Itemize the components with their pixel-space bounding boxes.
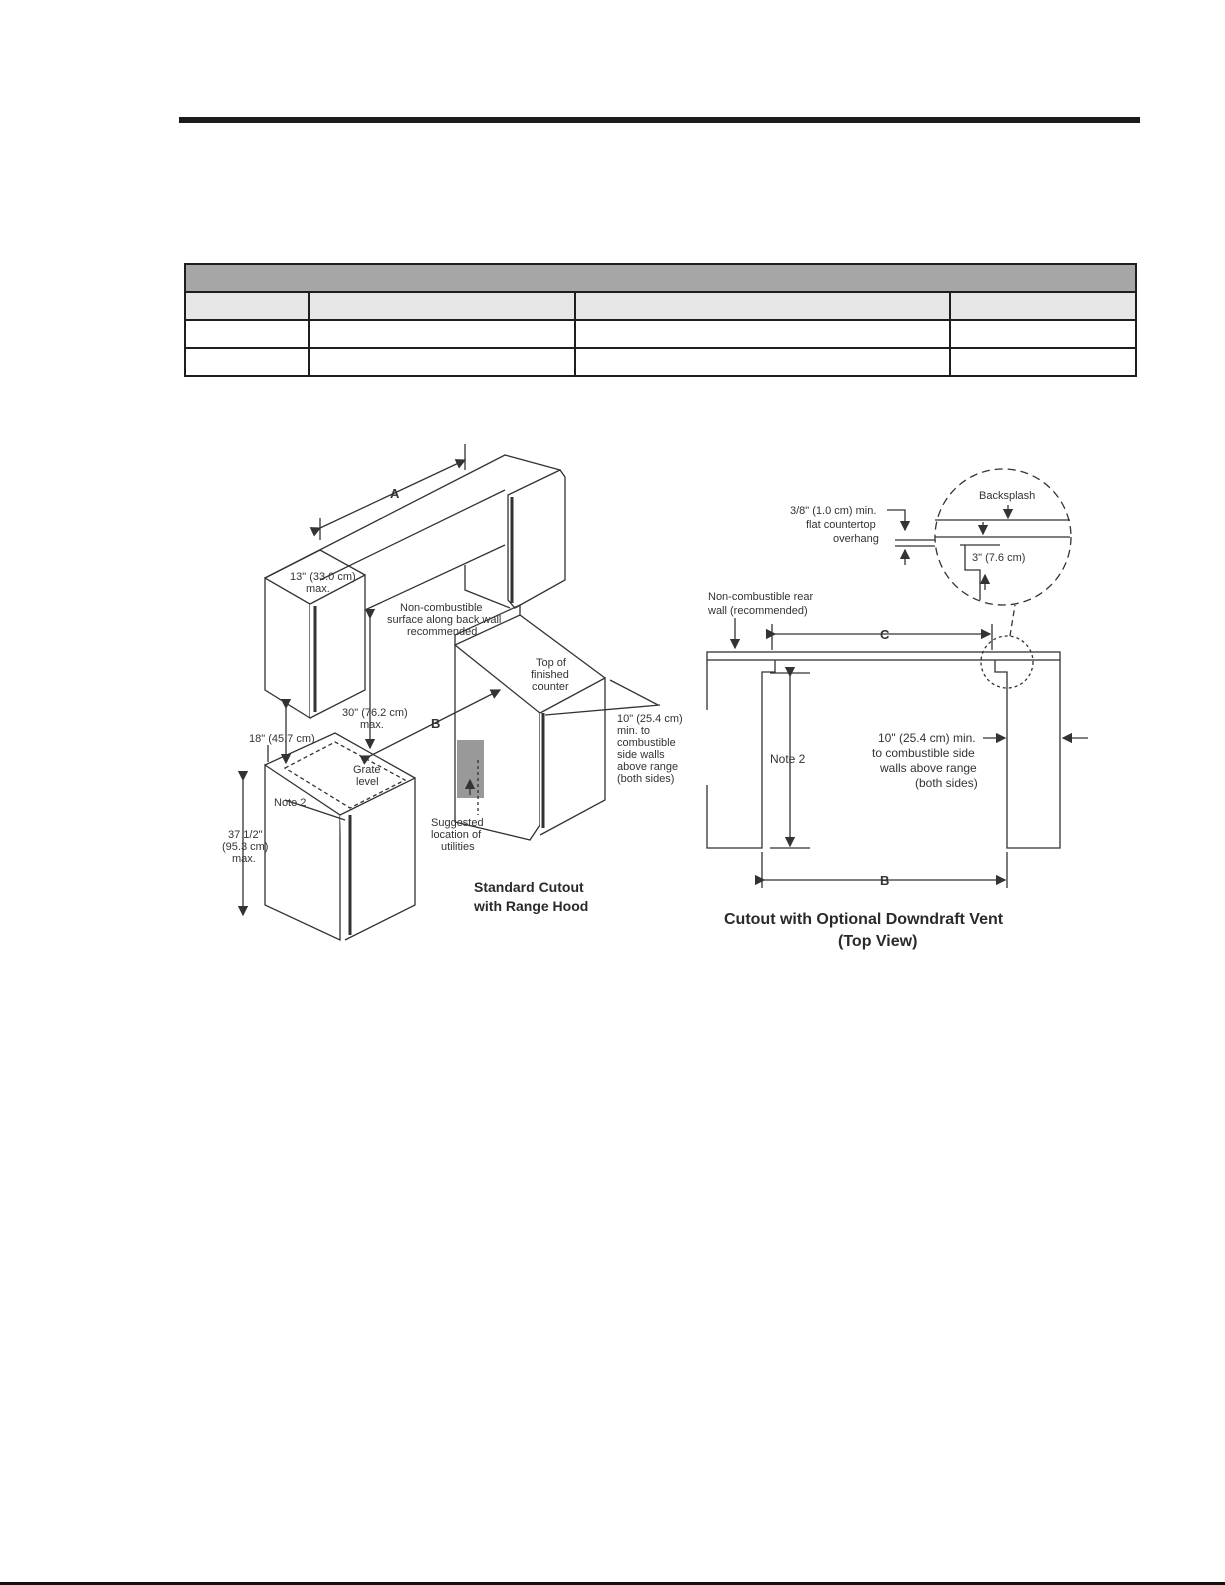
table-title-cell [184, 263, 1137, 293]
table-header-cell [949, 291, 1137, 321]
caption-downdraft: Cutout with Optional Downdraft Vent [724, 911, 1004, 928]
right-side-walls-label: to combustible side [872, 746, 975, 760]
dim-c-label: C [880, 627, 890, 642]
hood-clearance-label: max. [360, 719, 384, 731]
standard-cutout-labels: A 13" (33.0 cm) max. Non-combustible sur… [222, 486, 683, 914]
dim-b-label: B [880, 873, 889, 888]
downdraft-topview-diagram [706, 468, 1088, 888]
utilities-label: utilities [441, 841, 475, 853]
table-row [184, 347, 1137, 377]
grate-level-label: level [356, 776, 379, 788]
upper-depth-label: 13" (33.0 cm) [290, 571, 356, 583]
table-header-cell [308, 291, 576, 321]
height-label: 37 1/2" [228, 829, 263, 841]
installation-diagrams: A 13" (33.0 cm) max. Non-combustible sur… [222, 444, 1088, 950]
backsplash-label: Backsplash [979, 490, 1035, 502]
rear-wall-label: wall (recommended) [707, 605, 808, 617]
noncombustible-back-label: Non-combustible [400, 602, 483, 614]
dim-b-label: B [431, 716, 440, 731]
side-walls-label: min. to [617, 725, 650, 737]
caption-standard-cutout: Standard Cutout [474, 879, 584, 895]
overhang-label: 3/8" (1.0 cm) min. [790, 505, 876, 517]
top-counter-label: finished [531, 669, 569, 681]
note-2-label: Note 2 [770, 752, 806, 766]
three-inch-label: 3" (7.6 cm) [972, 552, 1025, 564]
height-label: (95.3 cm) [222, 841, 268, 853]
table-header-cell [574, 291, 951, 321]
standard-cutout-diagram [237, 444, 661, 942]
overhang-label: overhang [833, 533, 879, 545]
table-cell [308, 319, 576, 349]
downdraft-topview-labels: 3/8" (1.0 cm) min. flat countertop overh… [707, 490, 1035, 950]
right-side-walls-label: (both sides) [915, 776, 978, 790]
table-cell [184, 347, 310, 377]
height-label: max. [232, 853, 256, 865]
table-cell [949, 347, 1137, 377]
right-side-walls-label: 10" (25.4 cm) min. [878, 731, 976, 745]
utilities-label: Suggested [431, 817, 484, 829]
table-cell [574, 347, 951, 377]
right-side-walls-label: walls above range [879, 761, 977, 775]
table-header-row [184, 291, 1137, 321]
upper-clearance-label: 18" (45.7 cm) [249, 733, 315, 745]
hood-clearance-label: 30" (76.2 cm) [342, 707, 408, 719]
side-walls-label: side walls [617, 749, 665, 761]
upper-depth-label: max. [306, 583, 330, 595]
table-cell [308, 347, 576, 377]
caption-standard-cutout: with Range Hood [473, 898, 588, 914]
utilities-label: location of [431, 829, 482, 841]
noncombustible-back-label: surface along back wall [387, 614, 501, 626]
table-header-cell [184, 291, 310, 321]
table-cell [574, 319, 951, 349]
dimension-table [184, 263, 1137, 377]
rear-wall-label: Non-combustible rear [708, 591, 813, 603]
top-counter-label: counter [532, 681, 569, 693]
footer-rule [0, 1582, 1225, 1585]
caption-downdraft: (Top View) [838, 933, 917, 950]
grate-level-label: Grate [353, 764, 381, 776]
top-counter-label: Top of [536, 657, 567, 669]
noncombustible-back-label: recommended [407, 626, 477, 638]
side-walls-label: above range [617, 761, 678, 773]
side-walls-label: 10" (25.4 cm) [617, 713, 683, 725]
header-rule [179, 117, 1140, 123]
side-walls-label: combustible [617, 737, 676, 749]
table-row [184, 319, 1137, 349]
table-cell [949, 319, 1137, 349]
side-walls-label: (both sides) [617, 773, 674, 785]
table-title-row [184, 263, 1137, 293]
overhang-label: flat countertop [806, 519, 876, 531]
note-2-label: Note 2 [274, 797, 306, 809]
table-cell [184, 319, 310, 349]
dim-a-label: A [390, 486, 400, 501]
